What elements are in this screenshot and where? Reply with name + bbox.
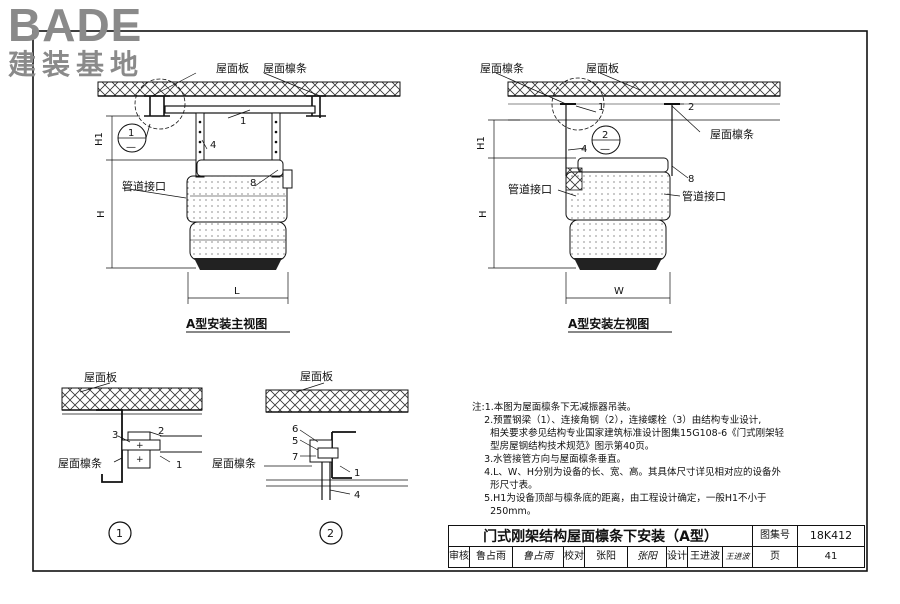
detail2-n5: 5 xyxy=(292,436,298,447)
note-line: 2.预置钢梁（1）、连接角钢（2），连接螺栓（3）由结构专业设计, xyxy=(472,415,762,426)
front-bubble-dash: — xyxy=(126,142,136,153)
detail1-purlin xyxy=(96,409,123,483)
check-label: 校对 xyxy=(563,546,585,568)
svg-text:+: + xyxy=(136,441,144,451)
side-label-pipe-port-right: 管道接口 xyxy=(682,189,726,203)
side-label-pipe-port-left: 管道接口 xyxy=(508,182,552,196)
detail2-n6: 6 xyxy=(292,424,298,435)
front-caption: A型安装主视图 xyxy=(186,316,267,331)
side-bubble-num: 2 xyxy=(602,130,608,141)
front-view: 屋面板 屋面檩条 1 4 8 管道接口 1 — H1 H L A型安装主视图 xyxy=(94,61,401,333)
notes-block: 注:1.本图为屋面檩条下无减振器吊装。 2.预置钢梁（1）、连接角钢（2），连接… xyxy=(472,401,864,518)
side-label-purlin-right: 屋面檩条 xyxy=(710,127,754,141)
detail1-circle xyxy=(108,521,132,545)
front-detail-callout xyxy=(134,78,186,130)
front-equipment xyxy=(186,159,293,270)
checker-name: 张阳 xyxy=(584,546,628,568)
detail2-n7: 7 xyxy=(292,452,298,463)
front-label-pipe-port: 管道接口 xyxy=(122,179,166,193)
reviewer-name: 鲁占雨 xyxy=(469,546,513,568)
front-dim-h: H xyxy=(96,210,107,218)
side-label-purlin-top: 屋面檩条 xyxy=(480,61,524,75)
atlas-label: 图集号 xyxy=(752,525,798,547)
detail2-label-roof-panel: 屋面板 xyxy=(300,369,333,383)
note-line: 型房屋钢结构技术规范》图示第40页。 xyxy=(472,441,655,452)
detail-2: 屋面板 屋面檩条 6 5 7 1 4 2 xyxy=(212,369,409,545)
side-detail-callout xyxy=(551,77,605,131)
detail1-n2: 2 xyxy=(158,426,164,437)
front-label-n1: 1 xyxy=(240,116,246,127)
reviewer-signature: 鲁占雨 xyxy=(512,546,564,568)
review-label: 审核 xyxy=(448,546,470,568)
checker-signature: 张阳 xyxy=(627,546,667,568)
designer-signature: 王进波 xyxy=(722,546,753,568)
detail2-label-purlin: 屋面檩条 xyxy=(212,456,256,470)
front-roof-panel xyxy=(97,81,401,97)
side-bubble-dash: — xyxy=(600,144,610,155)
front-label-n8: 8 xyxy=(250,178,256,189)
front-dim-l: L xyxy=(234,286,240,297)
front-dimensions xyxy=(106,115,289,304)
side-label-n1: 1 xyxy=(598,102,604,113)
front-bubble-num: 1 xyxy=(128,128,134,139)
note-line: 相关要求参见结构专业国家建筑标准设计图集15G108-6《门式刚架轻 xyxy=(472,428,785,439)
side-roof-panel xyxy=(507,81,781,97)
side-dim-h1: H1 xyxy=(476,136,487,150)
side-dimensions xyxy=(488,119,671,304)
side-equipment xyxy=(565,157,671,270)
brand-logo: BADE xyxy=(8,0,143,51)
side-dim-w: W xyxy=(614,286,624,297)
designer-name: 王进波 xyxy=(687,546,723,568)
detail1-label-purlin: 屋面檩条 xyxy=(58,456,102,470)
detail2-n4: 4 xyxy=(354,490,360,501)
detail1-n1: 1 xyxy=(176,460,182,471)
front-purlin-left xyxy=(144,95,170,117)
detail2-circle-num: 2 xyxy=(327,527,334,540)
note-line: 5.H1为设备顶部与檩条底的距离，由工程设计确定，一般H1不小于 xyxy=(472,493,767,504)
side-label-n4: 4 xyxy=(581,144,587,155)
brand-logo-cn: 建装基地 xyxy=(8,48,145,81)
note-line: 形尺寸表。 xyxy=(472,480,538,491)
front-label-roof-purlin: 屋面檩条 xyxy=(263,61,307,75)
front-steel-beam xyxy=(164,105,316,114)
front-label-roof-panel: 屋面板 xyxy=(216,61,249,75)
svg-text:+: + xyxy=(136,455,144,465)
detail1-circle-num: 1 xyxy=(116,527,123,540)
note-line: 250mm。 xyxy=(472,506,537,517)
page-label: 页 xyxy=(752,546,798,568)
note-line: 3.水管接管方向与屋面檩条垂直。 xyxy=(472,454,627,465)
design-label: 设计 xyxy=(666,546,688,568)
detail2-n1: 1 xyxy=(354,468,360,479)
detail2-circle xyxy=(319,521,343,545)
drawing-title: 门式刚架结构屋面檩条下安装（A型） xyxy=(448,525,753,547)
note-line: 4.L、W、H分别为设备的长、宽、高。其具体尺寸详见相对应的设备外 xyxy=(472,467,781,478)
note-line: 注:1.本图为屋面檩条下无减振器吊装。 xyxy=(472,402,637,413)
page-number: 41 xyxy=(797,546,865,568)
detail1-label-roof-panel: 屋面板 xyxy=(84,370,117,384)
detail-1: + + 屋面板 屋面檩条 3 2 1 1 xyxy=(58,370,203,545)
side-dim-h: H xyxy=(478,210,489,218)
title-block: 门式刚架结构屋面檩条下安装（A型） 图集号 18K412 审核 鲁占雨 鲁占雨 … xyxy=(448,525,865,569)
side-label-n2: 2 xyxy=(688,102,694,113)
side-label-n8: 8 xyxy=(688,174,694,185)
side-caption: A型安装左视图 xyxy=(568,316,649,331)
sheet-border xyxy=(32,30,868,572)
detail1-n3: 3 xyxy=(112,430,118,441)
detail2-roof-panel xyxy=(265,389,409,413)
side-view: 屋面檩条 屋面板 1 2 屋面檩条 4 8 管道接口 管道接口 2 — H1 H… xyxy=(476,61,781,333)
side-label-roof-panel: 屋面板 xyxy=(586,61,619,75)
atlas-number: 18K412 xyxy=(797,525,865,547)
front-dim-h1: H1 xyxy=(94,132,105,146)
front-label-n4: 4 xyxy=(210,140,216,151)
